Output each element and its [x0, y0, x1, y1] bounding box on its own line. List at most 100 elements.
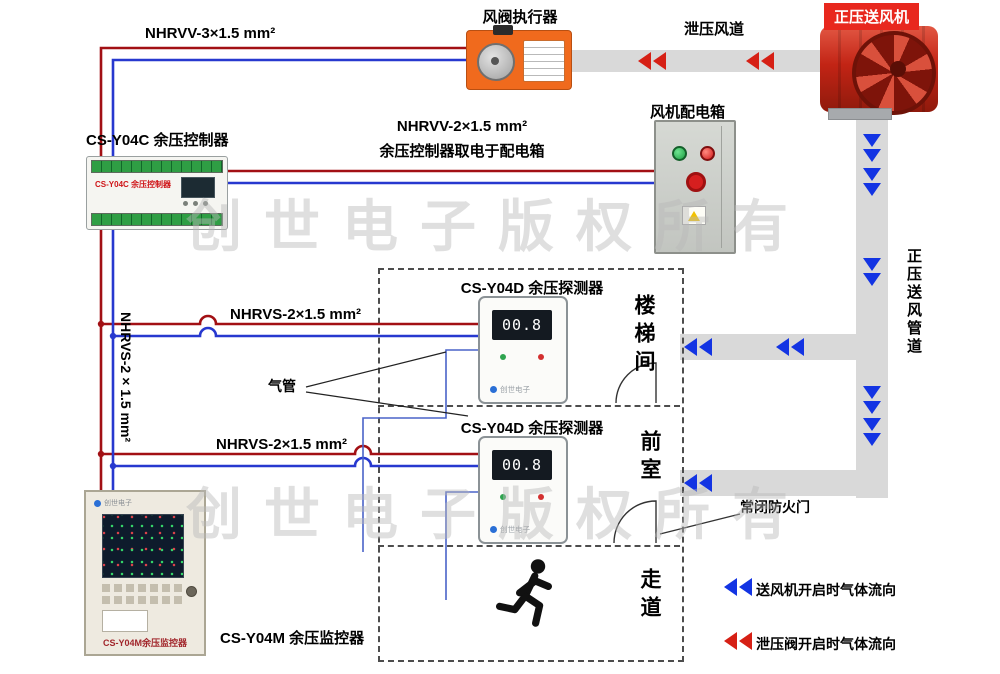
red-indicator-lamp — [700, 146, 715, 161]
pressure-fan — [820, 26, 938, 120]
monitor-cable-label: NHRVS-2×1.5 mm² — [118, 312, 134, 443]
junction-blue-1 — [109, 332, 117, 340]
runner-head — [530, 559, 546, 574]
detector1-reading: 00.8 — [501, 316, 543, 334]
detector2-red-led — [538, 494, 544, 500]
junction-red-2 — [97, 450, 105, 458]
detector2-title: CS-Y04D 余压探测器 — [460, 420, 604, 437]
actuator-sticker — [523, 40, 565, 82]
pressure-detector-1: 00.8 创世电子 — [478, 296, 568, 404]
detector2-reading: 00.8 — [501, 456, 543, 474]
fan-label: 正压送风机 — [824, 3, 920, 30]
fire-door-label: 常闭防火门 — [740, 499, 810, 515]
power-box-seam — [721, 126, 722, 248]
detector2-green-led — [500, 494, 506, 500]
supply-flow-arrow-stairwell-2 — [684, 338, 712, 356]
detector1-cable-label: NHRVS-2×1.5 mm² — [230, 306, 362, 323]
stairwell-anteroom-divider — [378, 405, 680, 407]
supply-flow-arrow-down-1 — [863, 134, 881, 162]
warning-triangle-icon — [688, 210, 700, 221]
damper-actuator — [466, 25, 572, 90]
supply-flow-arrow-down-2 — [863, 168, 881, 196]
detector1-red-led — [538, 354, 544, 360]
wire-red-actuator — [99, 46, 468, 158]
wire-blue-actuator — [111, 58, 468, 158]
legend-supply-label: 送风机开启时气体流向 — [756, 582, 896, 598]
power-distribution-box — [654, 120, 736, 254]
blue-wires — [111, 58, 657, 492]
brand-text: 创世电子 — [104, 500, 132, 507]
pressure-monitor-cabinet: 创世电子 CS-Y04M余压监控器 — [84, 490, 206, 656]
supply-flow-arrow-stairwell-1 — [776, 338, 804, 356]
supply-flow-arrow-down-4 — [863, 386, 881, 414]
stairwell-label: 楼梯间 — [632, 294, 655, 378]
corridor-label: 走道 — [638, 568, 661, 624]
detector1-title: CS-Y04D 余压探测器 — [460, 280, 604, 297]
monitor-brand: 创世电子 — [94, 498, 132, 508]
brand-logo-icon — [490, 386, 497, 393]
fan-hub — [890, 61, 906, 77]
junction-dots — [97, 320, 117, 470]
controller-face-label: CS-Y04C 余压控制器 — [95, 180, 172, 189]
relief-flow-arrow-2 — [746, 52, 774, 70]
actuator-cable-label: NHRVV-3×1.5 mm² — [145, 25, 276, 42]
anteroom-label: 前室 — [638, 430, 661, 486]
power-cable-label: NHRVV-2×1.5 mm² — [396, 118, 528, 135]
pressure-detector-2: 00.8 创世电子 — [478, 436, 568, 544]
brand-text: 创世电子 — [500, 525, 530, 534]
air-tube-detector1 — [362, 349, 478, 552]
wire-blue-detector2 — [113, 456, 479, 468]
controller-label: CS-Y04C 余压控制器 — [86, 132, 229, 149]
legend-relief-arrow-icon — [724, 632, 752, 650]
supply-flow-arrow-down-5 — [863, 418, 881, 446]
actuator-terminal — [493, 25, 513, 35]
anteroom-corridor-divider — [378, 545, 680, 547]
air-tubes — [362, 349, 478, 600]
detector2-cable-label: NHRVS-2×1.5 mm² — [216, 436, 348, 453]
air-tube-label: 气管 — [268, 378, 296, 394]
monitor-buttons-row2 — [102, 596, 182, 604]
air-tube-detector2 — [445, 491, 478, 600]
brand-text: 创世电子 — [500, 385, 530, 394]
terminal-strip-top — [91, 160, 223, 173]
monitor-face-label: CS-Y04M余压监控器 — [102, 638, 187, 648]
controller-lcd — [181, 177, 215, 198]
power-box-label: 风机配电箱 — [650, 104, 726, 121]
detector1-green-led — [500, 354, 506, 360]
monitor-buttons-row1 — [102, 584, 182, 592]
detector1-brand: 创世电子 — [490, 384, 530, 395]
monitor-sticker — [102, 610, 148, 632]
actuator-knob — [477, 43, 515, 81]
red-wires — [99, 46, 657, 492]
supply-flow-arrow-down-3 — [863, 258, 881, 286]
fan-blades — [852, 31, 936, 115]
green-indicator-lamp — [672, 146, 687, 161]
relief-duct-label: 泄压风道 — [684, 21, 745, 38]
detector2-display: 00.8 — [492, 450, 552, 480]
legend-relief-label: 泄压阀开启时气体流向 — [756, 636, 896, 652]
controller-button-2 — [193, 201, 198, 206]
junction-red-1 — [97, 320, 105, 328]
supply-flow-arrow-anteroom — [684, 474, 712, 492]
legend-supply-arrow-icon — [724, 578, 752, 596]
warning-sticker — [682, 206, 706, 225]
terminal-strip-bottom — [91, 213, 223, 226]
actuator-label: 风阀执行器 — [482, 9, 558, 26]
monitor-keyhole — [186, 586, 197, 597]
brand-logo-icon — [94, 499, 101, 507]
detector1-display: 00.8 — [492, 310, 552, 340]
controller-button-3 — [203, 201, 208, 206]
monitor-screen — [102, 514, 184, 578]
brand-logo-icon — [490, 526, 497, 533]
door-symbols — [613, 362, 657, 544]
pressure-controller: CS-Y04C 余压控制器 — [86, 156, 228, 230]
runner-body — [496, 572, 552, 627]
wire-red-detector1 — [101, 314, 479, 326]
detector2-brand: 创世电子 — [490, 524, 530, 535]
door-stairwell — [615, 362, 657, 404]
monitor-title: CS-Y04M 余压监控器 — [220, 630, 365, 647]
wire-blue-detector1 — [113, 326, 479, 338]
junction-blue-2 — [109, 462, 117, 470]
